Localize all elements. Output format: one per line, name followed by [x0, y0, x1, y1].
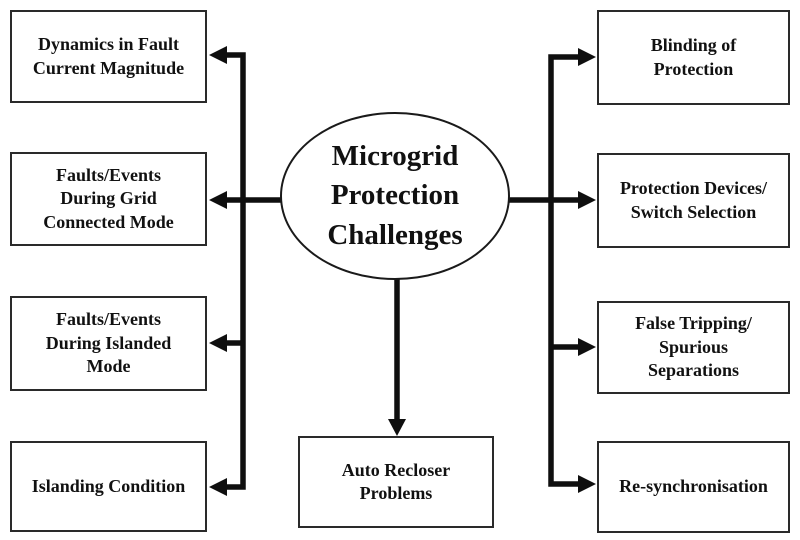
node-auto-recloser-problems: Auto Recloser Problems: [298, 436, 494, 528]
arrowhead-right-3: [578, 338, 596, 356]
center-node-microgrid-protection-challenges: Microgrid Protection Challenges: [280, 112, 510, 280]
node-label: Blinding of Protection: [650, 35, 737, 79]
node-blinding-of-protection: Blinding of Protection: [597, 10, 790, 105]
arrowhead-down: [388, 419, 406, 436]
node-label: Dynamics in Fault Current Magnitude: [32, 34, 185, 78]
arrowhead-right-1: [578, 48, 596, 66]
node-label: Protection Devices/ Switch Selection: [619, 178, 768, 222]
arrowhead-left-3: [209, 334, 227, 352]
node-dynamics-in-fault-current-magnitude: Dynamics in Fault Current Magnitude: [10, 10, 207, 103]
node-label: False Tripping/ Spurious Separations: [635, 313, 752, 381]
arrowhead-right-2: [578, 191, 596, 209]
node-protection-devices-switch-selection: Protection Devices/ Switch Selection: [597, 153, 790, 248]
node-label: Auto Recloser Problems: [341, 459, 451, 503]
node-islanding-condition: Islanding Condition: [10, 441, 207, 532]
center-node-label: Microgrid Protection Challenges: [327, 139, 463, 251]
node-faults-events-during-grid-connected-mode: Faults/Events During Grid Connected Mode: [10, 152, 207, 246]
arrowhead-right-4: [578, 475, 596, 493]
arrowhead-left-4: [209, 478, 227, 496]
arrowhead-left-1: [209, 46, 227, 64]
node-label: Faults/Events During Islanded Mode: [45, 309, 172, 377]
arrowhead-left-2: [209, 191, 227, 209]
node-re-synchronisation: Re-synchronisation: [597, 441, 790, 533]
node-faults-events-during-islanded-mode: Faults/Events During Islanded Mode: [10, 296, 207, 391]
node-label: Faults/Events During Grid Connected Mode: [43, 164, 174, 232]
node-false-tripping-spurious-separations: False Tripping/ Spurious Separations: [597, 301, 790, 394]
left-trunk-line: [226, 52, 246, 490]
node-label: Islanding Condition: [31, 475, 186, 496]
node-label: Re-synchronisation: [619, 476, 768, 497]
right-trunk-line: [548, 54, 580, 487]
